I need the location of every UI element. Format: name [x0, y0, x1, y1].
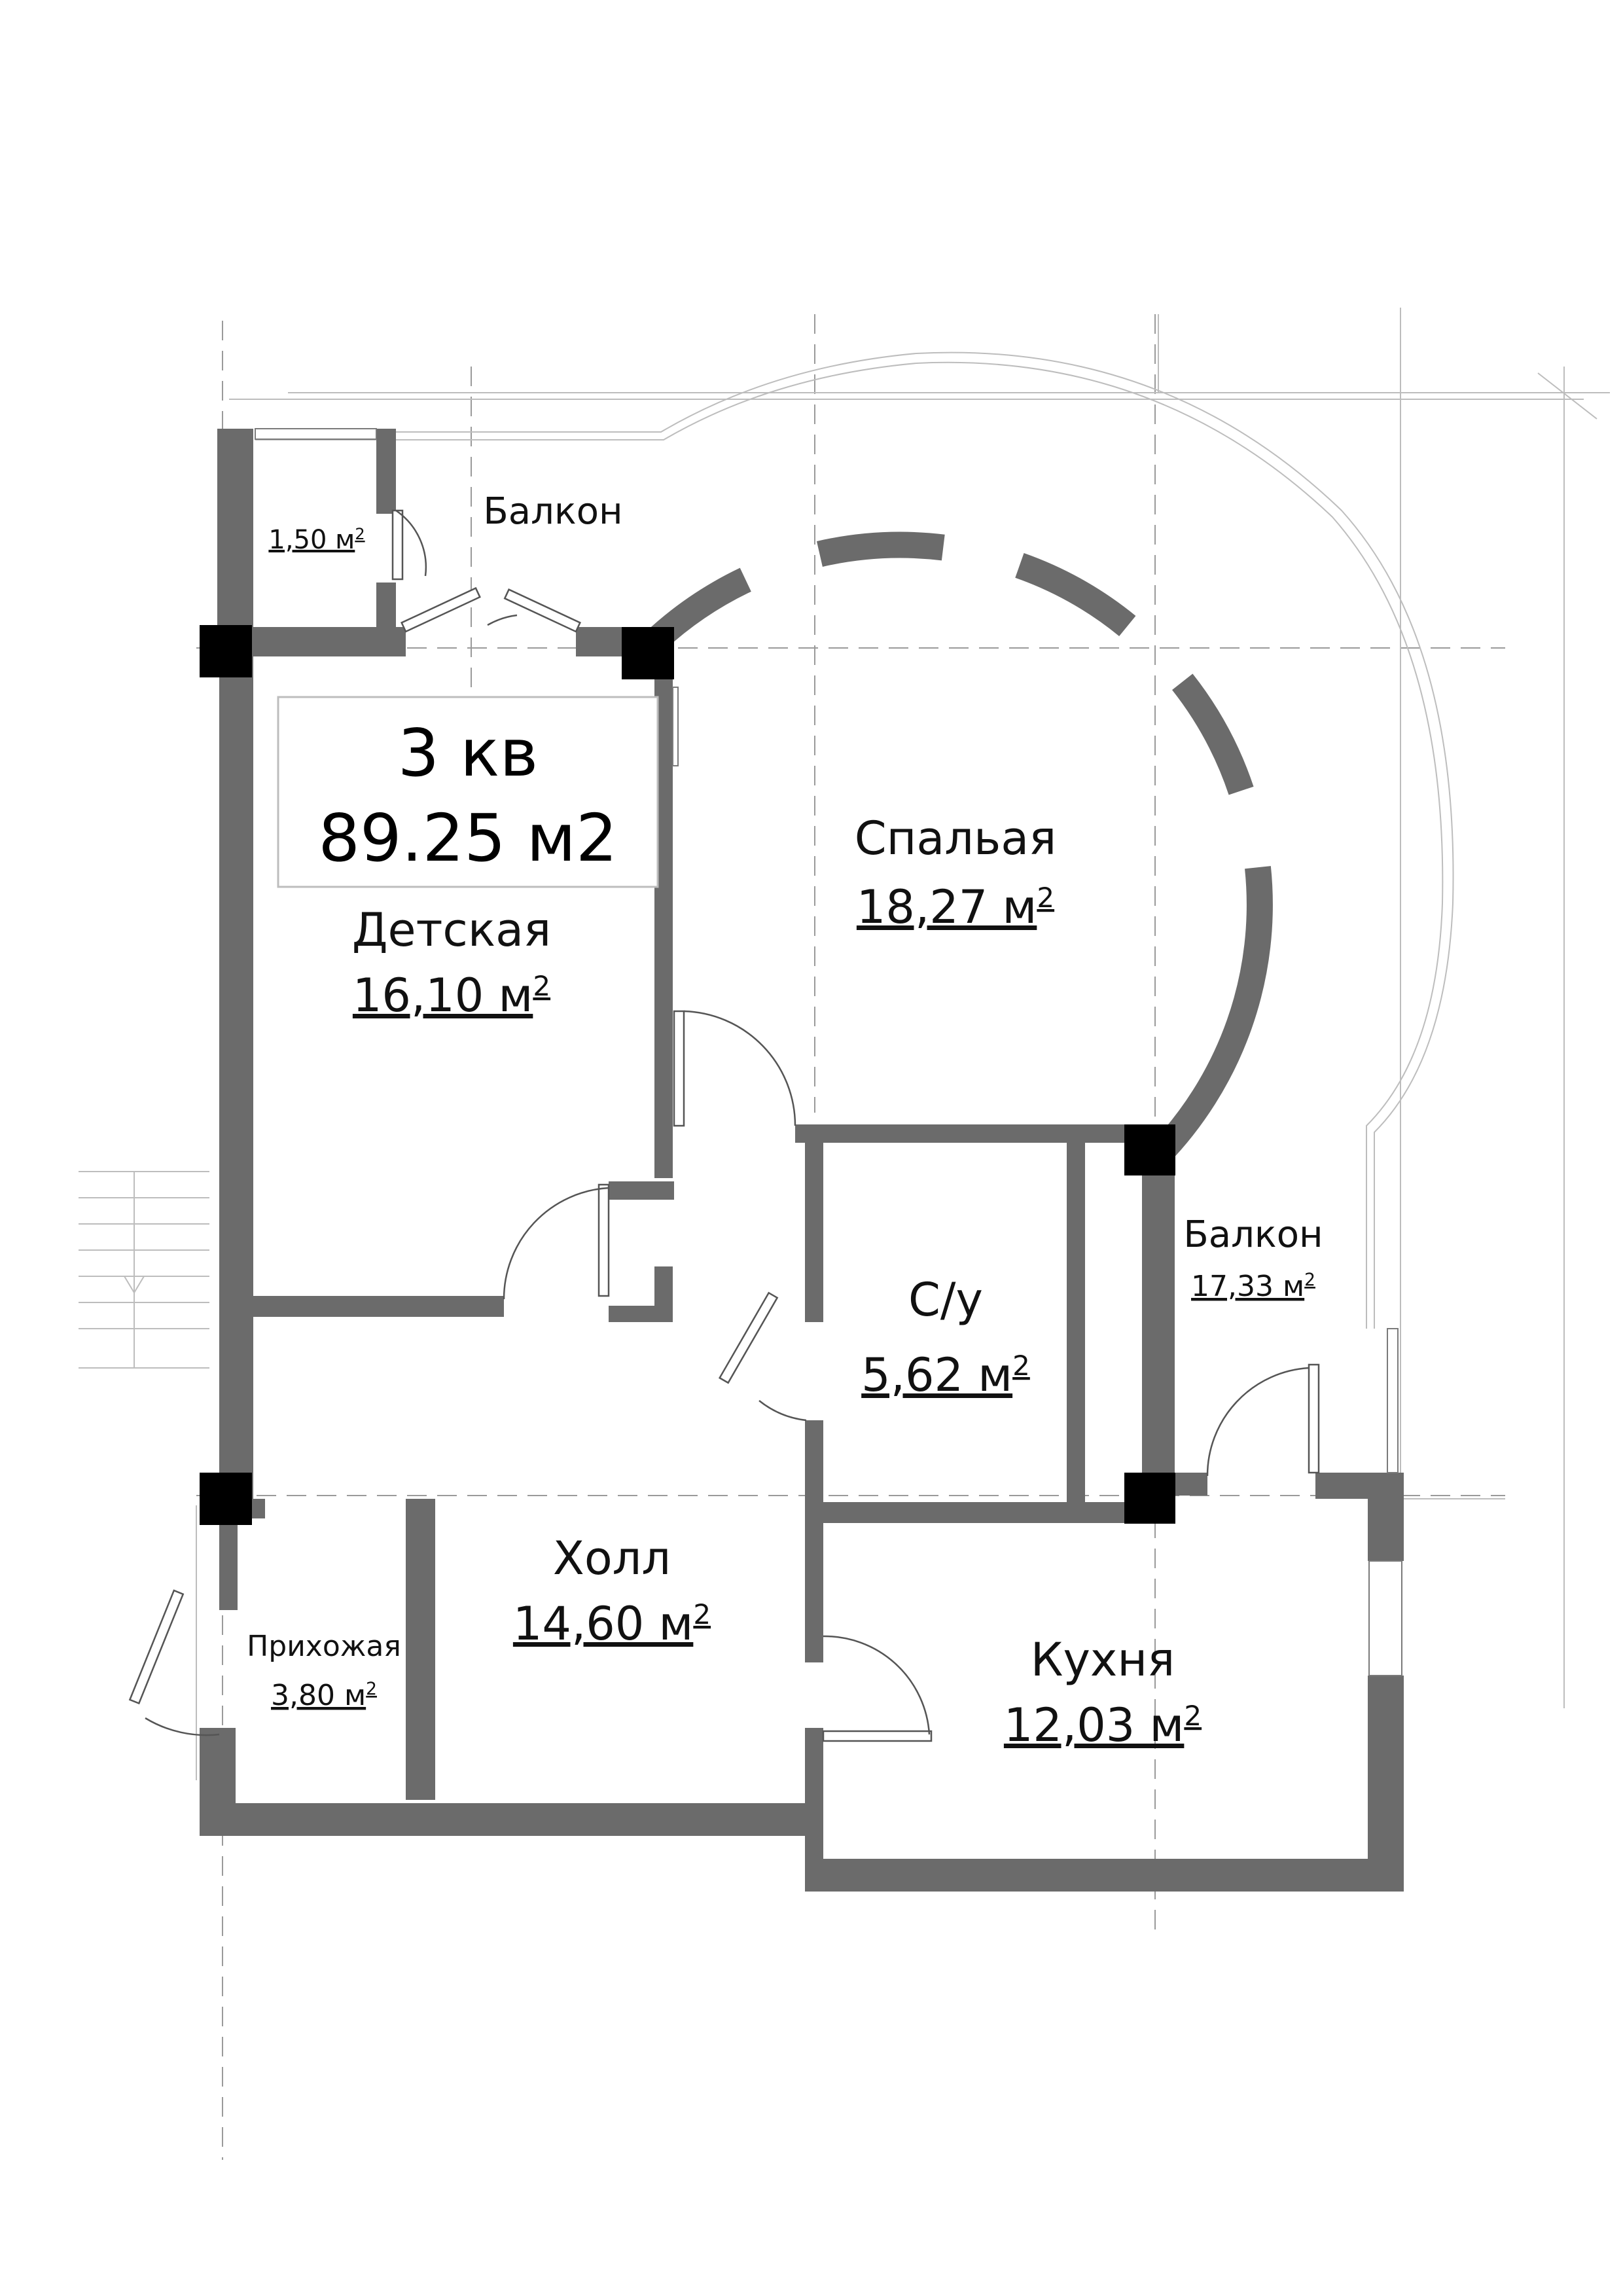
bathroom-name: С/у: [908, 1273, 983, 1327]
balcony-right-area: 17,33 м2: [1191, 1270, 1315, 1303]
balcony-railing: [255, 351, 1454, 1329]
stairs: [79, 1171, 209, 1369]
windows: [255, 428, 1402, 1676]
apartment-title: 3 кв: [398, 715, 539, 791]
hall-area: 14,60 м2: [513, 1597, 711, 1651]
kids-room-name: Детская: [352, 903, 551, 957]
kids-room-area: 16,10 м2: [353, 969, 550, 1022]
walls: [200, 429, 1404, 1892]
bedroom-name: Спальая: [855, 812, 1057, 865]
bathroom-area: 5,62 м2: [861, 1348, 1030, 1402]
entrance-name: Прихожая: [247, 1630, 401, 1663]
doors: [128, 509, 1320, 1742]
bedroom-curved-wall: [635, 531, 1273, 1168]
kitchen-name: Кухня: [1031, 1633, 1175, 1687]
balcony-top-name: Балкон: [483, 490, 622, 533]
entrance-area: 3,80 м2: [271, 1679, 377, 1712]
bedroom-area: 18,27 м2: [857, 880, 1054, 934]
apartment-total-area: 89.25 м2: [318, 800, 617, 876]
room-labels: 1,50 м2 Балкон Спальая 18,27 м2 Детская …: [247, 490, 1323, 1752]
columns: [200, 625, 1175, 1525]
storage-area: 1,50 м2: [268, 525, 365, 555]
apartment-title-box: 3 кв 89.25 м2: [277, 696, 659, 888]
kitchen-area: 12,03 м2: [1004, 1698, 1202, 1752]
hall-name: Холл: [553, 1532, 671, 1585]
balcony-right-name: Балкон: [1183, 1213, 1323, 1256]
